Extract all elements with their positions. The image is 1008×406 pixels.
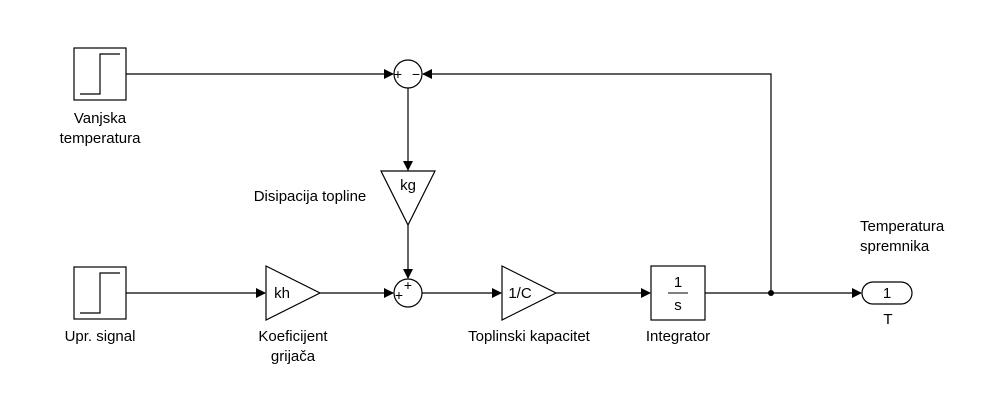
outport-number: 1 [883,285,891,302]
step-block-control-signal[interactable] [73,266,127,320]
gain-block-inverse-capacity[interactable] [501,265,558,321]
integrator-caption: Integrator [646,328,710,345]
sum-bottom-sign-left: + [395,287,403,303]
integrator-block[interactable] [650,265,706,321]
gain-kh-caption-2: grijača [271,348,316,365]
signal-feedback[interactable] [422,69,772,293]
sum-bottom-sign-top: + [404,277,412,293]
outport-caption-2: spremnika [860,238,930,255]
outport-name: T [883,311,892,328]
step-outside-caption-2: temperatura [60,130,142,147]
step-outside-caption-1: Vanjska [74,110,127,127]
gain-kh-text: kh [274,285,290,302]
gain-invC-caption: Toplinski kapacitet [468,328,591,345]
gain-invC-text: 1/C [508,285,532,302]
branch-point [768,290,774,296]
gain-kg-caption: Disipacija topline [254,188,367,205]
gain-block-kh[interactable] [265,265,322,321]
integrator-denominator: s [674,297,682,314]
outport-caption-1: Temperatura [860,218,945,235]
gain-kh-caption-1: Koeficijent [258,328,328,345]
step-control-caption: Upr. signal [65,328,136,345]
sum-top-sign-right: − [412,66,420,82]
integrator-numerator: 1 [674,274,682,291]
outport-block[interactable] [861,281,913,305]
gain-kg-text: kg [400,177,416,194]
gain-block-kg[interactable] [380,170,436,227]
step-block-outside-temperature[interactable] [73,47,127,101]
sum-top-sign-left: + [394,66,402,82]
